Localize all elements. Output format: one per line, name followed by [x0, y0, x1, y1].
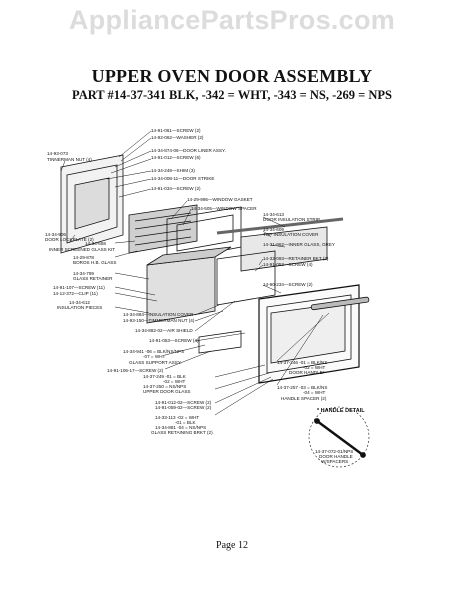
glass-support-shape	[198, 330, 242, 354]
callout-screened-glass: INNER SCREENED GLASS KIT	[49, 247, 116, 252]
handle-detail-title: * HANDLE DETAIL	[317, 408, 365, 414]
callout-spacer-blk: 14-37-257 -03 = BLK/NS	[277, 385, 328, 390]
callout-insulation-pieces-part: 14-34-612	[69, 300, 90, 305]
insulation-strip-shape	[216, 217, 344, 235]
callout-glass-support-part: 14-34-941 -06 = BLK/NS/NPS	[123, 349, 185, 354]
callout-retaining-brkt-wht: 14-33-113 -02 = WHT	[155, 415, 200, 420]
callout-shield-screw: 14-91-053—SCREW (4)	[149, 338, 199, 343]
callout-top-insulation: TOP INSULATION COVER	[263, 232, 319, 237]
callout-glass-screw-b: 14-91-059-02—SCREW (2)	[155, 405, 212, 410]
callout-glass-support: GLASS SUPPORT ASSY.	[129, 360, 182, 365]
callout-screw: 14-91-061—SCREW (2)	[151, 128, 201, 133]
callout-glass-retainer-part: 14-34-799	[73, 271, 94, 276]
callout-glass-retainer: GLASS RETAINER	[73, 276, 113, 281]
outer-door-inner	[266, 294, 352, 374]
callout-tinnerman-nut: TINNERMAN NUT (4)	[47, 157, 92, 162]
callout-door-handle: DOOR HANDLE*	[289, 370, 325, 375]
callout-shim: 14-34-248—SHIM (3)	[151, 168, 195, 173]
handle-detail-part: 14-37-072-01/NPS	[315, 449, 354, 454]
callout-washer: 14-92-062—WASHER (2)	[151, 135, 204, 140]
callout-bkt-screw: 14-91-053—SCREW (4)	[263, 262, 313, 267]
callout-door-screw: 14-90-234—SCREW (2)	[263, 282, 313, 287]
callout-window-gasket: 14-29-995—WINDOW GASKET	[187, 197, 253, 202]
page-title: UPPER OVEN DOOR ASSEMBLY	[91, 66, 373, 86]
callout-boros-part: 14-29-878	[73, 255, 94, 260]
callout-upper-glass-wht: -02 = WHT	[163, 379, 186, 384]
callout-insulation-pieces: INSULATION PIECES	[57, 305, 103, 310]
door-handle-shape	[310, 296, 370, 311]
callout-spacer-wht: -04 = WHT	[303, 390, 326, 395]
callout-screened-glass-part: 14-34-658	[85, 241, 106, 246]
handle-detail-name: DOOR HANDLE	[319, 454, 353, 459]
callout-door-liner: 14-34-874-06—DOOR LINER ASSY.	[151, 148, 226, 153]
callout-handle-wht: -02 = WHT	[303, 365, 326, 370]
callout-retaining-brkt-blk: -01 = BLK	[175, 420, 196, 425]
callout-inner-glass: 14-31-962—INNER GLASS, GREY	[263, 242, 335, 247]
handle-detail-circle	[308, 406, 370, 468]
callout-top-insulation-part: 14-34-609	[263, 227, 284, 232]
callout-retaining-brkt-ns: 14-34-881 -04 = NS/NPS	[155, 425, 207, 430]
callout-glass-support-wht: -07 = WHT	[143, 354, 166, 359]
callout-door-strike: 14-34-008-11—DOOR STRIKE	[151, 176, 215, 181]
callout-handle-blk: 14-37-246 -01 = BLK/NS	[277, 360, 328, 365]
callout-insulation-strip: DOOR INSULATION STRIP	[263, 217, 321, 222]
callout-insulation-cover: 14-34-884—INSULATION COVER	[123, 312, 194, 317]
callout-retainer-bkt: 14-32-093—RETAINER BKT (2)	[263, 256, 329, 261]
callout-timmerman-nut: 14-93-150—TIMMERMAN NUT (4)	[123, 318, 195, 323]
window-spacer-shape	[176, 214, 234, 252]
air-shield-shape	[216, 250, 276, 306]
callout-boros-glass: BOROS H.B. GLASS	[73, 260, 117, 265]
page-subtitle: PART #14-37-341 BLK, -342 = WHT, -343 = …	[71, 88, 392, 102]
handle-detail-spacers: W/SPACERS	[321, 459, 349, 464]
callout-upper-glass-blk: 14-37-249 -01 = BLK	[143, 374, 186, 379]
callout-support-screw: 14-91-106-17—SCREW (2)	[107, 368, 164, 373]
screened-glass-shape	[128, 204, 198, 254]
diagram-drawing	[60, 130, 370, 468]
callout-upper-glass-ns: 14-37-250 = NS/NPS	[143, 384, 187, 389]
callout-tinnerman-part: 14-93-073	[47, 151, 68, 156]
door-liner-inner	[66, 164, 118, 244]
handle-detail-shape	[316, 419, 364, 457]
callout-handle-spacer: HANDLE SPACER (2)	[281, 396, 327, 401]
callout-upper-glass: UPPER DOOR GLASS	[143, 389, 191, 394]
callout-lockplate-part: 14-34-906	[45, 232, 66, 237]
callout-window-spacer: 14-34-505—WINDOW SPACER	[191, 206, 257, 211]
exploded-door-diagram: 14-91-061—SCREW (2) 14-92-062—WASHER (2)…	[45, 115, 375, 485]
callout-glass-screw-a: 14-91-012-02—SCREW (2)	[155, 400, 212, 405]
watermark-text: AppliancePartsPros.com	[68, 4, 396, 35]
callout-strike-screw: 14-91-034—SCREW (2)	[151, 186, 201, 191]
callout-retainer-clip: 14-12-372—CLIP (11)	[53, 291, 98, 296]
callout-retainer-screw: 14-91-107—SCREW (11)	[53, 285, 105, 290]
door-liner-window	[74, 177, 110, 230]
callout-insulation-strip-part: 14-34-613	[263, 212, 284, 217]
callout-lockplate: DOOR LOCKPLATE (2)	[45, 237, 94, 242]
callout-liner-screw: 14-91-012—SCREW (6)	[151, 155, 201, 160]
page-number: Page 12	[216, 540, 248, 551]
callout-air-shield: 14-34-882-02—AIR SHIELD	[135, 328, 193, 333]
callout-retaining-brkt: GLASS RETAINING BRKT (2)	[151, 430, 213, 435]
